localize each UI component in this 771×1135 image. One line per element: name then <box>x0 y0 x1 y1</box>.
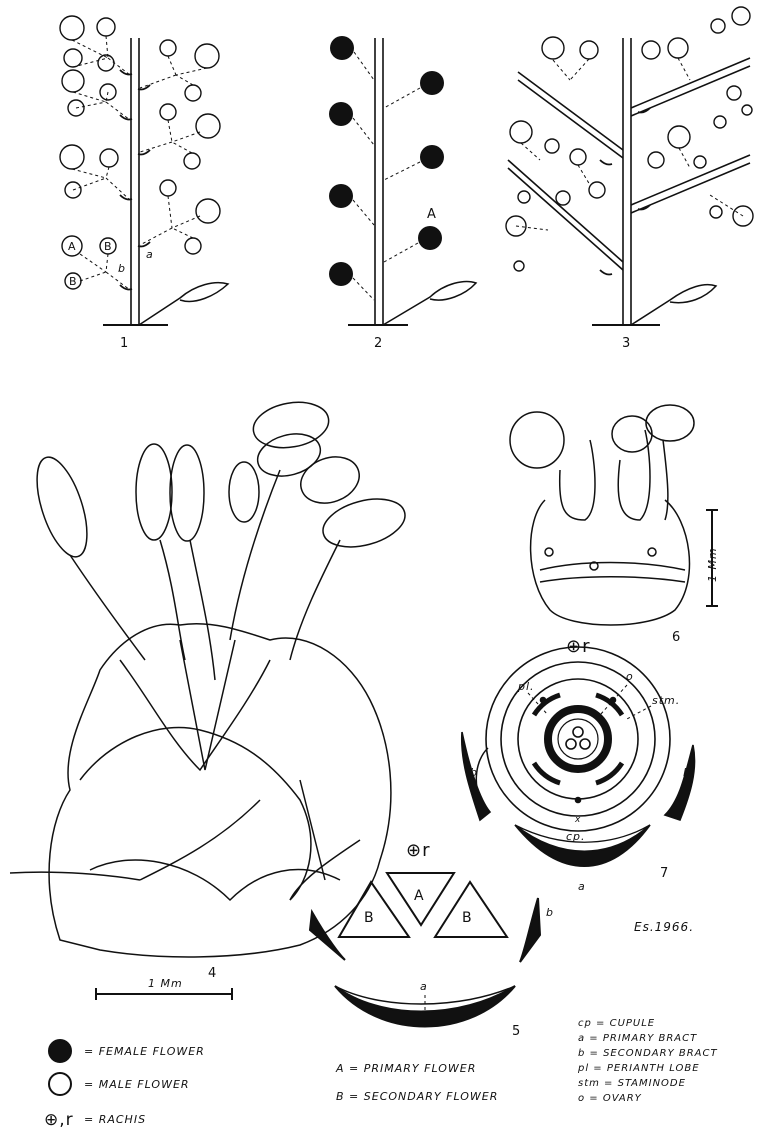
fig7-label-a: a <box>578 880 586 893</box>
fig1-label-A: A <box>68 240 77 253</box>
fig1-label-B2: B <box>69 275 78 288</box>
artist-signature: Es.1966. <box>634 920 694 934</box>
fig5-label-B-left: B <box>364 910 375 926</box>
abbrev-perianth-lobe: pl = PERIANTH LOBE <box>578 1063 700 1074</box>
figure-1-inflorescence-diagram <box>60 16 228 325</box>
fig5-rachis: ⊕r <box>406 840 430 861</box>
legend-female-text: = FEMALE FLOWER <box>84 1045 205 1058</box>
fig7-label-o: o <box>626 670 634 683</box>
figure-5-floral-diagram <box>310 873 540 1027</box>
figure-7-number: 7 <box>660 866 668 881</box>
figure-3-number: 3 <box>622 336 630 351</box>
figure-2-number: 2 <box>374 336 382 351</box>
fig5-label-a: a <box>420 980 428 993</box>
fig4-scale-label: 1 Mm <box>148 977 183 990</box>
figure-1-number: 1 <box>120 336 128 351</box>
abbrev-secondary-bract: b = SECONDARY BRACT <box>578 1048 718 1059</box>
fig1-label-a: a <box>146 248 154 261</box>
fig6-scale-label: 1 Mm <box>706 547 719 582</box>
legend-primary-flower: A = PRIMARY FLOWER <box>336 1062 476 1075</box>
figure-5-number: 5 <box>512 1024 520 1039</box>
fig5-label-A: A <box>414 888 425 904</box>
legend-symbols <box>49 1040 71 1095</box>
figure-6-number: 6 <box>672 630 680 645</box>
abbrev-cupule: cp = CUPULE <box>578 1018 655 1029</box>
figure-2-inflorescence-diagram <box>329 36 476 325</box>
fig6-rachis: ⊕r <box>566 636 590 657</box>
abbrev-primary-bract: a = PRIMARY BRACT <box>578 1033 697 1044</box>
figure-6-pistil-drawing <box>510 405 718 625</box>
fig7-label-b-right: b <box>683 766 691 779</box>
figure-3-inflorescence-diagram <box>506 7 753 325</box>
legend-male-text: = MALE FLOWER <box>84 1078 190 1091</box>
fig7-label-b-left: b <box>470 766 478 779</box>
abbrev-staminode: stm = STAMINODE <box>578 1078 686 1089</box>
figure-4-number: 4 <box>208 966 216 981</box>
fig7-label-stm: stm. <box>652 694 680 707</box>
fig5-label-B-right: B <box>462 910 473 926</box>
fig1-label-b: b <box>118 262 126 275</box>
fig7-label-pl: pl. <box>518 680 535 693</box>
female-flower-symbol <box>49 1040 71 1062</box>
fig1-label-B1: B <box>104 240 113 253</box>
fig7-label-cp: cp. <box>566 830 586 843</box>
figure-4-flower-cluster-drawing <box>10 397 410 1000</box>
legend-secondary-flower: B = SECONDARY FLOWER <box>336 1090 498 1103</box>
male-flower-symbol <box>49 1073 71 1095</box>
fig2-label-A: A <box>427 207 437 222</box>
legend-rachis-symbol: ⊕,r <box>44 1110 74 1130</box>
legend-rachis-text: = RACHIS <box>84 1113 146 1126</box>
fig7-label-x: x <box>575 815 581 825</box>
fig5-label-b: b <box>546 906 554 919</box>
abbrev-ovary: o = OVARY <box>578 1093 642 1104</box>
